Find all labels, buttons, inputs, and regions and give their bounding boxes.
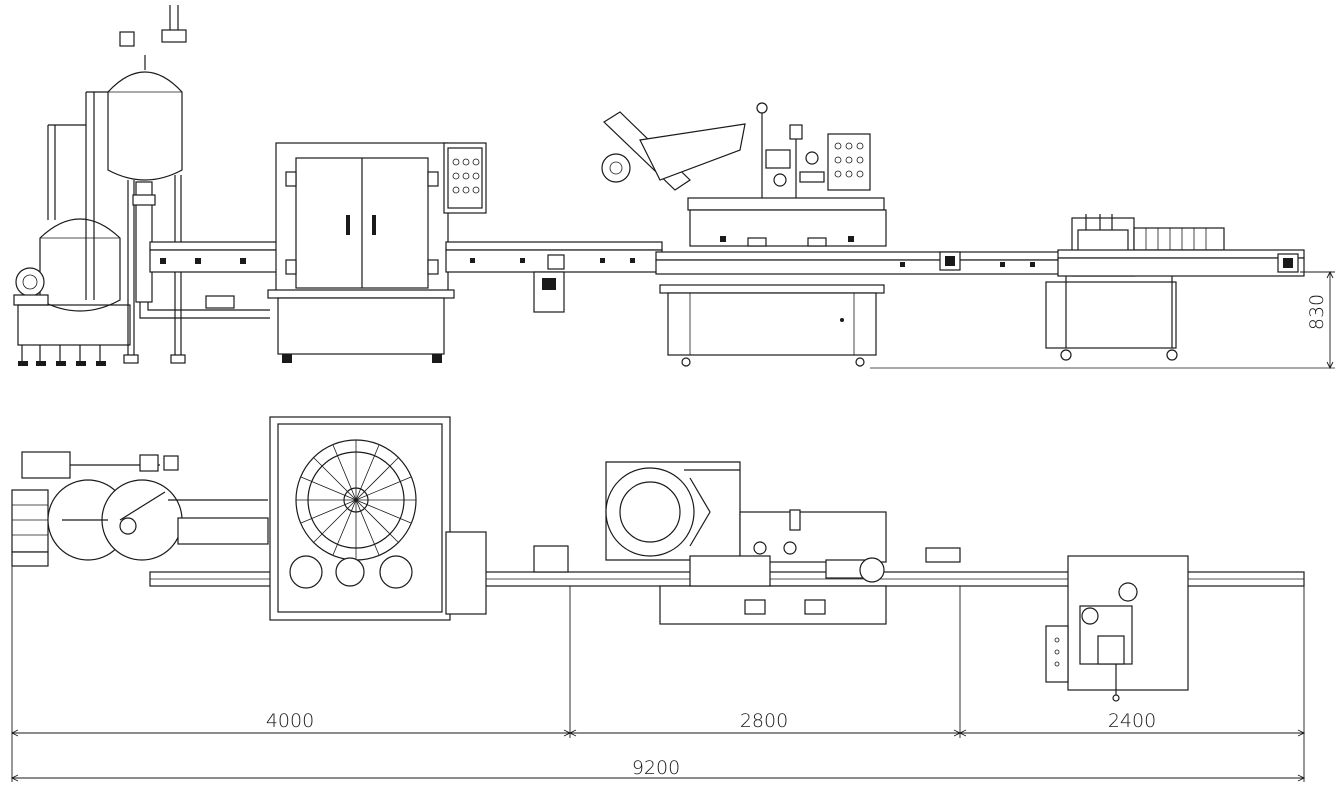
dimension-label-height: 830 <box>1306 294 1328 330</box>
dimension-label-section-2: 2800 <box>740 710 788 732</box>
dimension-label-total: 9200 <box>632 757 680 779</box>
conveyor-segment-1 <box>149 241 279 273</box>
plan-rinsing-machine <box>269 416 569 621</box>
dimension-label-section-3: 2400 <box>1108 710 1156 732</box>
dimension-label-section-1: 4000 <box>266 710 314 732</box>
plan-labeling-machine <box>1045 555 1189 702</box>
section-dimension-line <box>10 729 1306 737</box>
total-dimension-line <box>10 774 1306 782</box>
filling-capping-machine <box>601 102 887 367</box>
plan-view <box>10 416 1306 782</box>
plan-mixing-tanks <box>11 451 269 567</box>
rinsing-machine-cabinet <box>267 142 487 363</box>
labeling-machine <box>1045 214 1305 361</box>
mixing-tank-unit <box>13 5 270 366</box>
front-elevation-view <box>13 5 1335 370</box>
conveyor-segment-2 <box>445 241 663 313</box>
height-dimension <box>1300 270 1335 370</box>
plan-filling-capping-machine <box>605 461 961 625</box>
conveyor-segment-3 <box>655 251 1063 275</box>
